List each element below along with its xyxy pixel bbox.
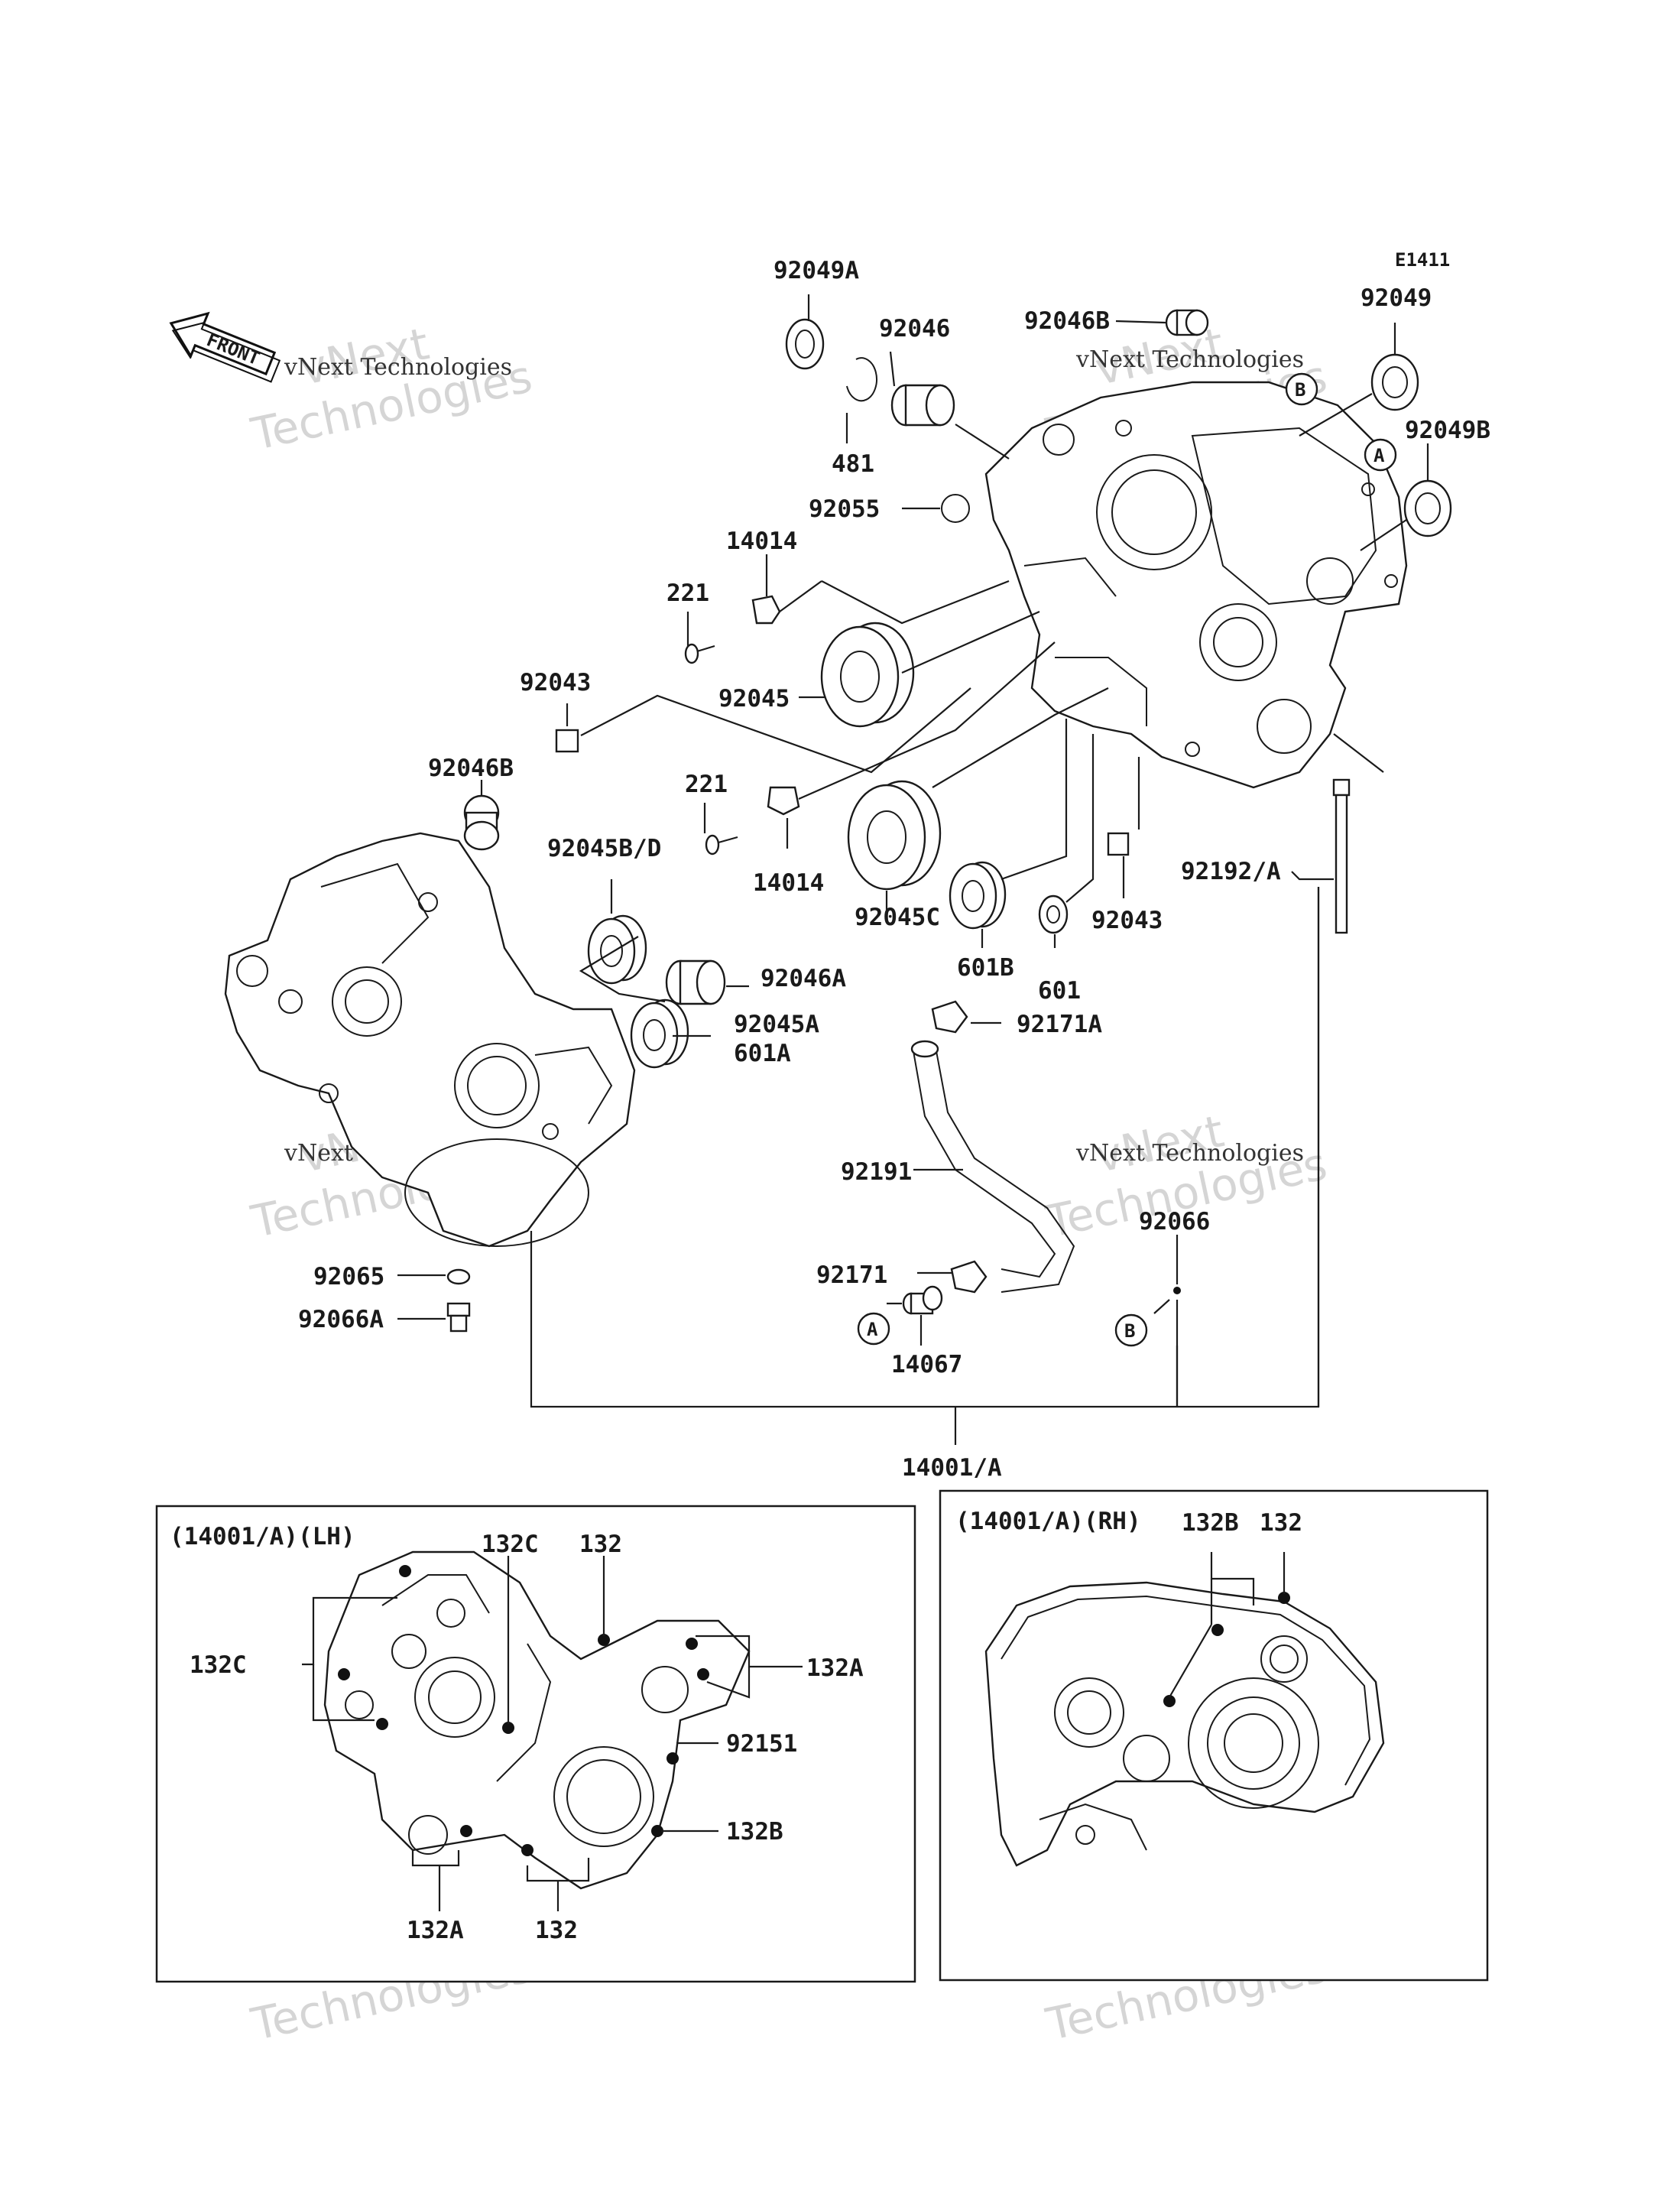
plate-14014-top	[751, 595, 781, 625]
bearing-92045A	[630, 998, 689, 1069]
label-92049B: 92049B	[1405, 417, 1490, 444]
label-92045C: 92045C	[855, 904, 940, 931]
label-14014-top: 14014	[726, 528, 797, 555]
label-92043-left: 92043	[520, 669, 591, 696]
hose-92191	[913, 1050, 1056, 1278]
dowel-92043-left	[555, 729, 579, 753]
label-92049: 92049	[1361, 284, 1432, 312]
svg-text:vNext Technologies: vNext Technologies	[284, 354, 512, 381]
label-601B: 601B	[957, 954, 1014, 982]
inset-lh-92151: 92151	[726, 1730, 797, 1758]
label-92045: 92045	[718, 685, 790, 713]
oring-92055	[941, 494, 970, 523]
dowel-92043-right	[1107, 832, 1130, 856]
callout-A-bottom: A	[857, 1312, 890, 1346]
label-14001A: 14001/A	[902, 1454, 1002, 1482]
dipstick-92192A	[1332, 778, 1351, 934]
screw-221-mid	[705, 834, 738, 855]
bearing-92045BD	[587, 914, 647, 985]
clamp-92171A	[931, 1000, 968, 1034]
label-92046A: 92046A	[761, 965, 846, 992]
label-92171A: 92171A	[1017, 1011, 1102, 1038]
clamp-92171	[950, 1260, 988, 1294]
label-92046B-left: 92046B	[428, 755, 514, 782]
inset-lh-132-top: 132	[579, 1531, 622, 1558]
label-92171: 92171	[816, 1261, 887, 1289]
callout-B-top: B	[1285, 372, 1318, 406]
svg-text:A: A	[1374, 445, 1385, 466]
screw-221-top	[684, 643, 715, 664]
circlip-481	[846, 357, 877, 402]
bearing-92045	[820, 622, 915, 728]
label-92055: 92055	[809, 495, 880, 523]
seal-92049	[1370, 353, 1419, 411]
bearing-92046A	[665, 959, 726, 1005]
diagram-id: E1411	[1395, 249, 1450, 271]
inset-rh-132B: 132B	[1182, 1509, 1239, 1537]
plug-92066A	[446, 1302, 471, 1333]
label-92065: 92065	[313, 1263, 384, 1291]
inset-lh-title: (14001/A)(LH)	[170, 1523, 355, 1550]
label-92043-right: 92043	[1091, 907, 1163, 934]
washer-92065	[446, 1268, 471, 1285]
callout-A-top: A	[1364, 438, 1397, 472]
label-14067: 14067	[891, 1351, 962, 1378]
inset-lh-132-bottom: 132	[535, 1917, 578, 1944]
bearing-92046B-left	[463, 794, 500, 851]
label-481: 481	[832, 450, 874, 478]
plate-14014-mid	[767, 786, 800, 816]
seal-92049B	[1403, 479, 1452, 537]
bearing-92046B-top	[1165, 309, 1209, 336]
label-92049A: 92049A	[774, 257, 859, 284]
label-92045A: 92045A	[734, 1011, 819, 1038]
label-92066: 92066	[1139, 1208, 1210, 1235]
inset-lh-132A-bottom: 132A	[407, 1917, 464, 1944]
inset-rh-132: 132	[1260, 1509, 1302, 1537]
label-92046: 92046	[879, 315, 950, 343]
label-92045BD: 92045B/D	[547, 835, 661, 862]
bearing-92046	[890, 384, 955, 427]
fitting-14067	[902, 1285, 943, 1315]
label-92192A: 92192/A	[1181, 858, 1281, 885]
crankcase-right-half	[984, 381, 1408, 789]
inset-lh-132C-top: 132C	[482, 1531, 539, 1558]
svg-text:A: A	[867, 1319, 878, 1340]
inset-lh: (14001/A)(LH)	[155, 1505, 916, 1983]
front-arrow-icon: FRONT	[169, 311, 281, 383]
bearing-601	[1038, 894, 1069, 934]
inset-rh-title: (14001/A)(RH)	[955, 1508, 1141, 1535]
inset-lh-132A-right: 132A	[806, 1654, 864, 1682]
seal-92049A	[785, 318, 825, 370]
small-parts	[446, 309, 1452, 1333]
inset-rh: (14001/A)(RH) 132B 132	[939, 1489, 1489, 1982]
bearing-92045C	[847, 780, 942, 891]
label-14014-mid: 14014	[753, 869, 824, 897]
label-601: 601	[1038, 977, 1081, 1005]
callout-B-bottom: B	[1114, 1313, 1148, 1347]
svg-text:vNext Technologies: vNext Technologies	[1075, 1140, 1304, 1167]
inset-lh-132C-left: 132C	[190, 1651, 247, 1679]
bearing-601B	[949, 861, 1007, 930]
label-601A: 601A	[734, 1040, 791, 1067]
label-92066A: 92066A	[298, 1306, 384, 1333]
part-labels: 92049A 92046 92046B 92049 92049B 481 920…	[298, 257, 1490, 1482]
leader-lines	[397, 294, 1429, 1445]
label-92046B-top: 92046B	[1024, 307, 1110, 335]
inset-lh-132B: 132B	[726, 1818, 783, 1846]
svg-text:vNext Technologies: vNext Technologies	[1075, 346, 1304, 373]
label-221-top: 221	[666, 580, 709, 607]
crankcase-left-half	[224, 832, 636, 1248]
svg-text:B: B	[1124, 1320, 1135, 1342]
plug-92066	[1173, 1287, 1181, 1294]
svg-text:B: B	[1295, 379, 1305, 401]
label-221-mid: 221	[685, 771, 728, 798]
label-92191: 92191	[841, 1158, 912, 1186]
